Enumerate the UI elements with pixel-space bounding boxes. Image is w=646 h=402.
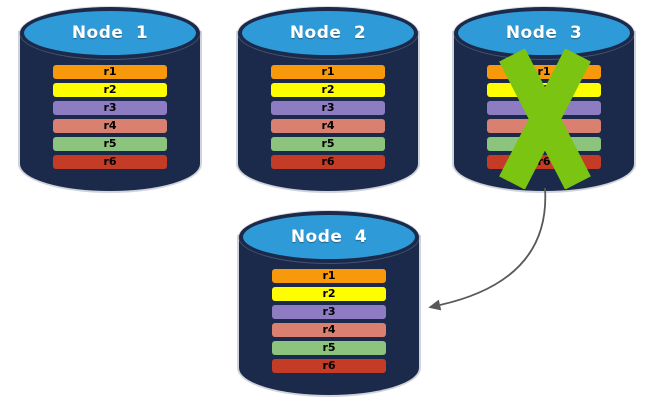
node-2: Node 2 r1 r2 r3 r4 r5 r6 xyxy=(238,7,418,191)
node-4-cylinder-top: Node 4 xyxy=(239,211,419,263)
node-4-replica-list: r1 r2 r3 r4 r5 r6 xyxy=(272,269,386,373)
replica-bar-r2: r2 xyxy=(271,83,385,97)
replica-bar-r1: r1 xyxy=(53,65,167,79)
node-1: Node 1 r1 r2 r3 r4 r5 r6 xyxy=(20,7,200,191)
node-2-cylinder-top: Node 2 xyxy=(238,7,418,59)
replica-bar-r6: r6 xyxy=(272,359,386,373)
failure-x-icon xyxy=(499,49,591,189)
node-4-title: Node 4 xyxy=(290,227,368,247)
node-1-cylinder-top: Node 1 xyxy=(20,7,200,59)
node-3: Node 3 r1 r2 r3 r4 r5 r6 xyxy=(454,7,634,191)
node-3-title: Node 3 xyxy=(505,23,583,43)
replica-bar-r6: r6 xyxy=(271,155,385,169)
replica-bar-r2: r2 xyxy=(272,287,386,301)
replica-bar-r5: r5 xyxy=(272,341,386,355)
replica-bar-r5: r5 xyxy=(271,137,385,151)
node-2-title: Node 2 xyxy=(289,23,367,43)
node-1-replica-list: r1 r2 r3 r4 r5 r6 xyxy=(53,65,167,169)
replica-bar-r3: r3 xyxy=(271,101,385,115)
replica-bar-r1: r1 xyxy=(271,65,385,79)
replica-bar-r2: r2 xyxy=(53,83,167,97)
failover-arrow xyxy=(428,187,547,311)
replica-bar-r3: r3 xyxy=(53,101,167,115)
node-2-replica-list: r1 r2 r3 r4 r5 r6 xyxy=(271,65,385,169)
replica-bar-r3: r3 xyxy=(272,305,386,319)
replica-bar-r4: r4 xyxy=(272,323,386,337)
replica-bar-r6: r6 xyxy=(53,155,167,169)
replica-bar-r1: r1 xyxy=(272,269,386,283)
replica-bar-r4: r4 xyxy=(53,119,167,133)
node-4: Node 4 r1 r2 r3 r4 r5 r6 xyxy=(239,211,419,395)
replica-bar-r5: r5 xyxy=(53,137,167,151)
node-1-title: Node 1 xyxy=(71,23,149,43)
replica-bar-r4: r4 xyxy=(271,119,385,133)
node-3-cylinder-top: Node 3 xyxy=(454,7,634,59)
